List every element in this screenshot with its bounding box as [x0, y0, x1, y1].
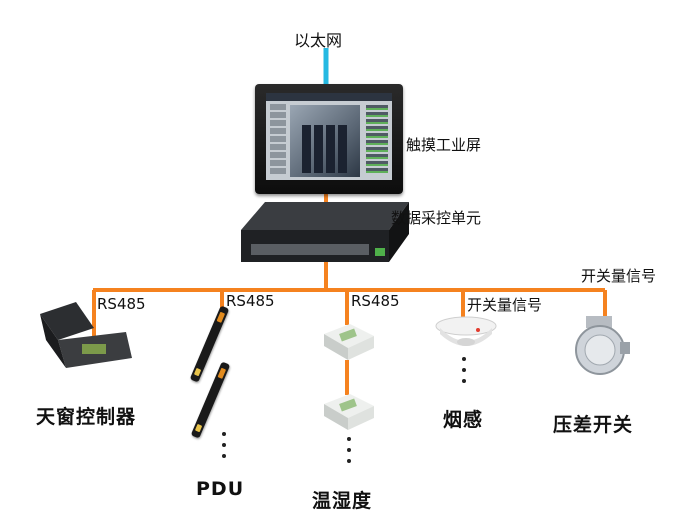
- monitor-display: [266, 93, 392, 180]
- smoke-label: 烟感: [443, 409, 484, 431]
- rs485-label-th: RS485: [351, 292, 400, 310]
- rs485-label-skylight: RS485: [97, 295, 146, 313]
- th-more-dots: [347, 437, 351, 470]
- switch-signal-label-pressure: 开关量信号: [581, 267, 657, 285]
- rs485-label-pdu: RS485: [226, 292, 275, 310]
- temp-humidity-sensor-1: [324, 324, 374, 360]
- pdu-label: PDU: [196, 478, 245, 500]
- ethernet-label: 以太网: [294, 31, 343, 50]
- pressure-differential-switch: [575, 316, 630, 375]
- temp-humidity-label: 温湿度: [312, 490, 373, 512]
- data-acquisition-unit: [241, 202, 409, 262]
- skylight-controller-box: [40, 302, 132, 368]
- data-unit-label: 数据采控单元: [391, 209, 482, 227]
- smoke-detector: [435, 316, 497, 346]
- temp-humidity-sensor-2: [324, 394, 374, 430]
- switch-signal-label-smoke: 开关量信号: [467, 296, 543, 314]
- touch-screen-label: 触摸工业屏: [406, 136, 482, 154]
- smoke-more-dots: [462, 357, 466, 390]
- skylight-label: 天窗控制器: [36, 406, 137, 428]
- touch-screen-monitor: [255, 84, 403, 194]
- pressure-label: 压差开关: [553, 414, 634, 436]
- pdu-more-dots: [222, 432, 226, 465]
